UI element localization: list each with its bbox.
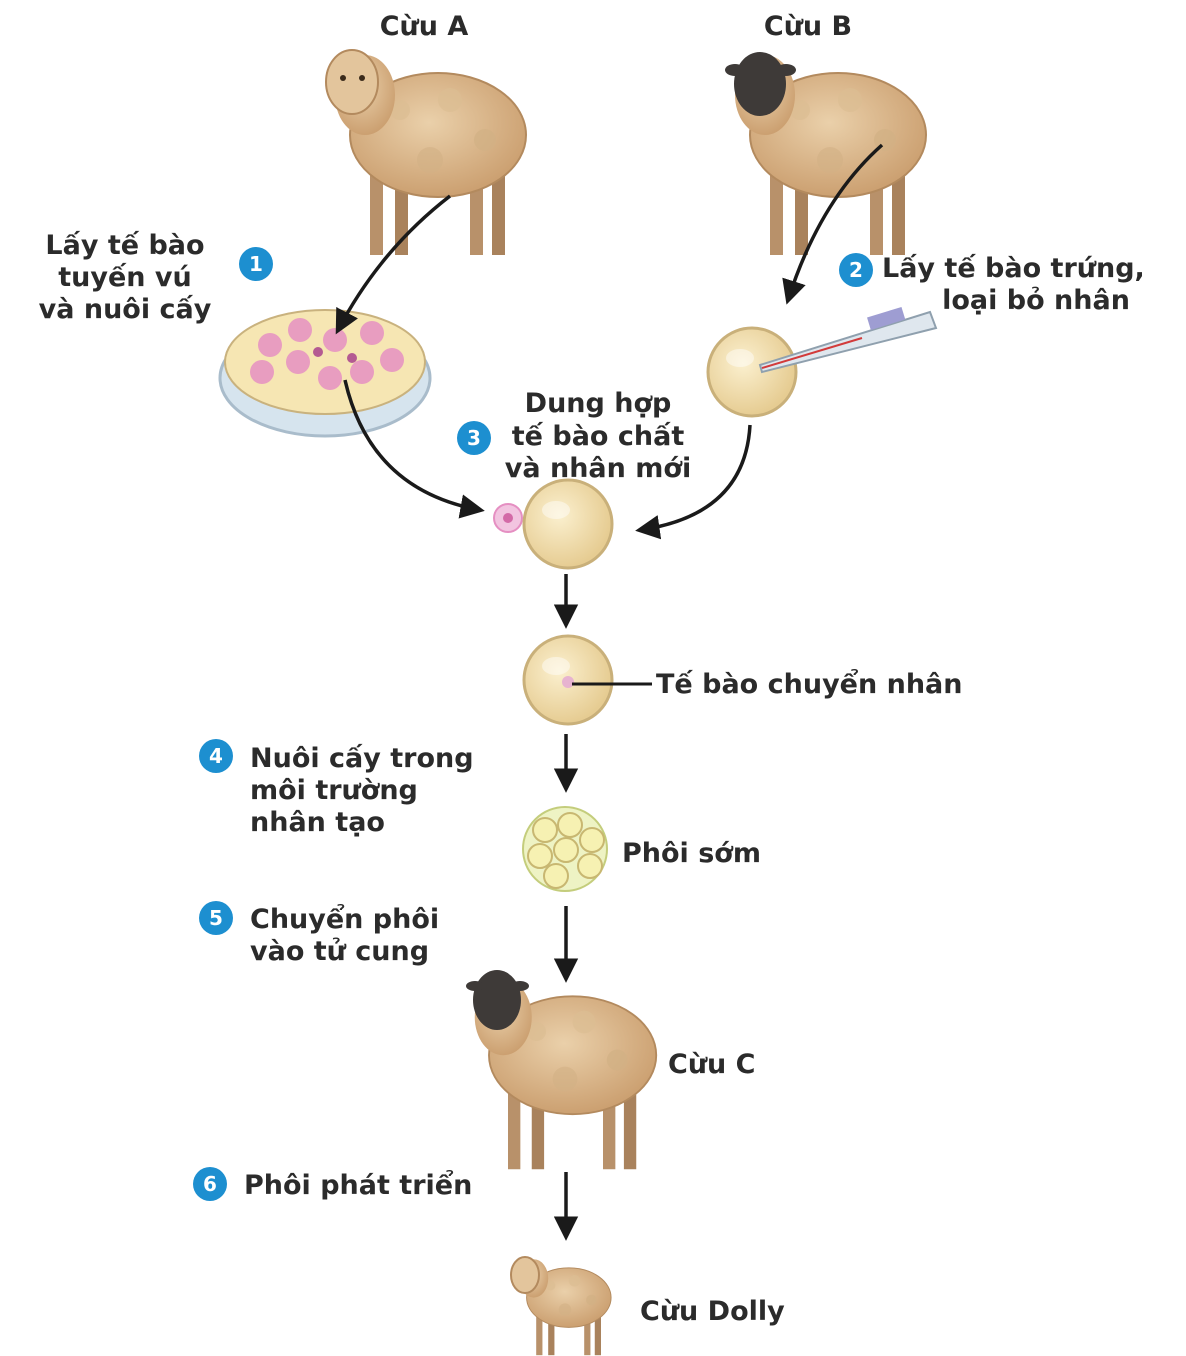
sheep-a-label: Cừu A bbox=[380, 11, 469, 42]
step-3-badge: 3 bbox=[457, 421, 491, 455]
svg-text:môi trường: môi trường bbox=[250, 775, 418, 806]
early-embryo bbox=[523, 807, 607, 891]
svg-text:loại bỏ nhân: loại bỏ nhân bbox=[942, 285, 1130, 316]
dolly-label: Cừu Dolly bbox=[640, 1296, 785, 1327]
svg-text:6: 6 bbox=[203, 1172, 217, 1196]
sheep-a-illustration bbox=[326, 50, 526, 255]
step-3-label: Dung hợp tế bào chất và nhân mới bbox=[505, 388, 691, 484]
svg-text:2: 2 bbox=[849, 258, 863, 282]
fusion-cell bbox=[494, 480, 612, 568]
svg-text:3: 3 bbox=[467, 426, 481, 450]
step-5-label: Chuyển phôi vào tử cung bbox=[250, 902, 439, 967]
transfer-cell-label: Tế bào chuyển nhân bbox=[656, 667, 963, 700]
micropipette bbox=[760, 307, 936, 372]
svg-text:Nuôi cấy trong: Nuôi cấy trong bbox=[250, 743, 474, 774]
step-5-badge: 5 bbox=[199, 901, 233, 935]
early-embryo-label: Phôi sớm bbox=[622, 838, 761, 869]
arrow-sheep-a-to-dish bbox=[338, 196, 450, 330]
step-6-label: Phôi phát triển bbox=[244, 1168, 472, 1201]
step-1-label: Lấy tế bào tuyến vú và nuôi cấy bbox=[39, 230, 212, 325]
svg-text:và nhân mới: và nhân mới bbox=[505, 453, 691, 484]
svg-text:nhân tạo: nhân tạo bbox=[250, 807, 385, 838]
step-4-badge: 4 bbox=[199, 739, 233, 773]
transfer-cell bbox=[524, 636, 612, 724]
svg-text:tuyến vú: tuyến vú bbox=[58, 262, 191, 293]
svg-text:và nuôi cấy: và nuôi cấy bbox=[39, 294, 212, 325]
svg-text:Chuyển phôi: Chuyển phôi bbox=[250, 902, 439, 935]
svg-text:Lấy tế bào: Lấy tế bào bbox=[45, 230, 204, 261]
svg-text:5: 5 bbox=[209, 906, 223, 930]
step-4-label: Nuôi cấy trong môi trường nhân tạo bbox=[250, 743, 474, 838]
step-1-badge: 1 bbox=[239, 247, 273, 281]
svg-text:tế bào chất: tế bào chất bbox=[512, 421, 685, 452]
sheep-c-illustration bbox=[466, 970, 656, 1169]
sheep-b-illustration bbox=[725, 52, 926, 255]
step-6-badge: 6 bbox=[193, 1167, 227, 1201]
step-2-label: Lấy tế bào trứng, loại bỏ nhân bbox=[882, 253, 1145, 316]
svg-text:Lấy tế bào trứng,: Lấy tế bào trứng, bbox=[882, 253, 1145, 284]
sheep-c-label: Cừu C bbox=[668, 1049, 755, 1080]
petri-dish-illustration bbox=[220, 310, 430, 436]
svg-text:vào tử cung: vào tử cung bbox=[250, 936, 429, 967]
dolly-illustration bbox=[511, 1257, 611, 1355]
sheep-b-label: Cừu B bbox=[764, 11, 852, 42]
svg-text:Dung hợp: Dung hợp bbox=[525, 388, 672, 419]
svg-text:1: 1 bbox=[249, 252, 263, 276]
egg-cell-b bbox=[708, 328, 796, 416]
svg-text:4: 4 bbox=[209, 744, 223, 768]
step-2-badge: 2 bbox=[839, 253, 873, 287]
